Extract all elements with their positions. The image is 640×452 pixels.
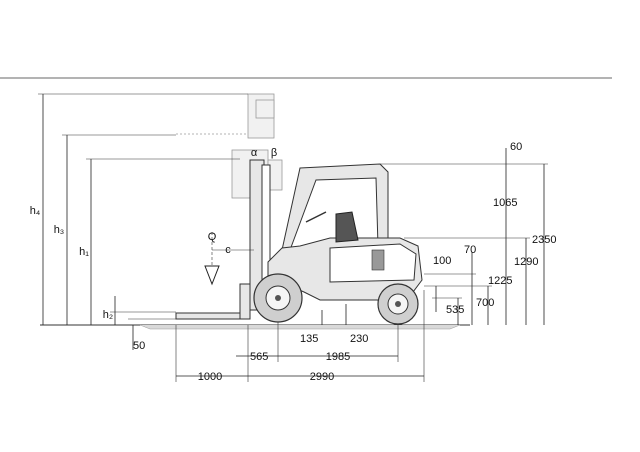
dim-70: 70 (464, 244, 476, 256)
dim-565: 565 (250, 351, 268, 363)
forks (175, 312, 249, 320)
overhead-guard (281, 163, 389, 251)
dim-1065: 1065 (493, 197, 517, 209)
dim-60: 60 (510, 141, 522, 153)
h4-label: h₄ (30, 205, 41, 217)
dim-1985: 1985 (326, 351, 350, 363)
q-label: Q (208, 231, 217, 243)
left-height-dimensions (38, 93, 248, 350)
dim-2350: 2350 (532, 234, 556, 246)
forklift-illustration (175, 159, 423, 325)
right-height-dimensions (380, 148, 548, 325)
dim-2990: 2990 (310, 371, 334, 383)
dim-1225: 1225 (488, 275, 512, 287)
h1-label: h₁ (79, 246, 89, 258)
dim-1000: 1000 (198, 371, 222, 383)
dim-50: 50 (133, 340, 145, 352)
dim-135: 135 (300, 333, 318, 345)
dim-535: 535 (446, 304, 464, 316)
h3-label: h₃ (54, 224, 65, 236)
ground (40, 324, 470, 330)
dim-100: 100 (433, 255, 451, 267)
dim-700: 700 (476, 297, 494, 309)
bottom-length-dimensions (175, 290, 425, 382)
dim-230: 230 (350, 333, 368, 345)
dim-1290: 1290 (514, 256, 538, 268)
beta-label: β (271, 147, 277, 159)
h2-label: h₂ (103, 309, 113, 321)
c-label: c (225, 244, 231, 256)
alpha-label: α (251, 147, 258, 159)
load-arrow (204, 232, 254, 286)
